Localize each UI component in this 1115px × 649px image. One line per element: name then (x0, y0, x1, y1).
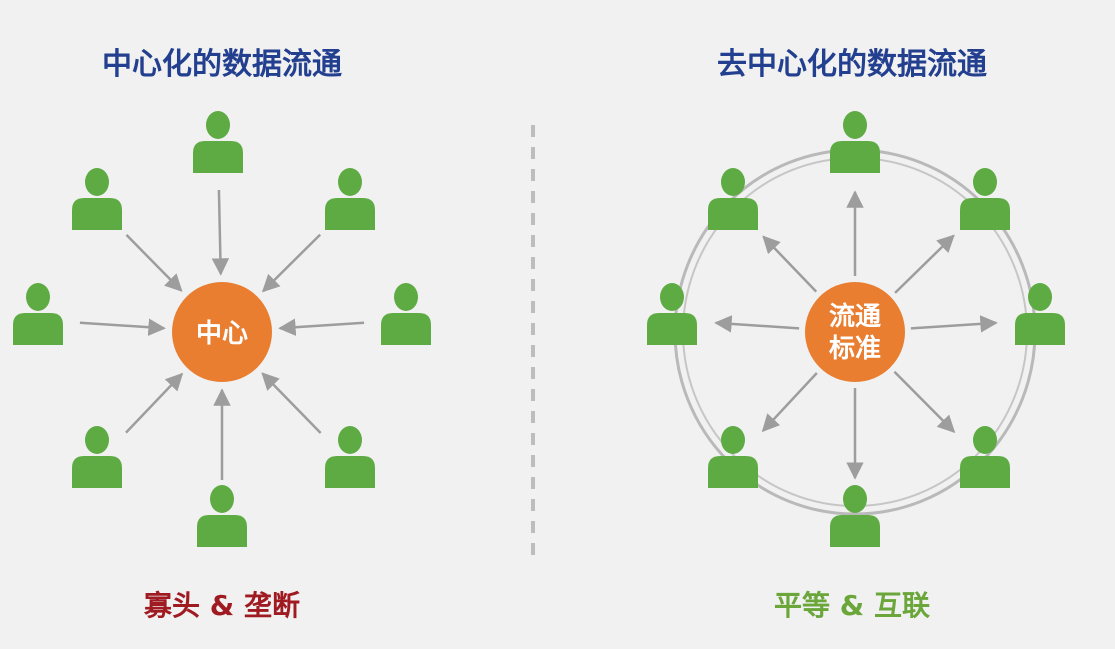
left-person-2 (72, 168, 122, 230)
left-person-6-head (85, 426, 109, 454)
left-arrow-4 (79, 318, 166, 336)
right-person-3-head (973, 168, 997, 196)
left-person-1-body (193, 141, 243, 173)
left-person-7-head (338, 426, 362, 454)
right-person-1-body (830, 141, 880, 173)
right-persons (647, 111, 1065, 547)
right-person-1 (830, 111, 880, 173)
left-person-6-body (72, 456, 122, 488)
right-arrow-6 (761, 372, 818, 433)
left-person-4-body (13, 313, 63, 345)
left-person-3-body (325, 198, 375, 230)
right-person-5-head (1028, 283, 1052, 311)
left-person-5 (381, 283, 431, 345)
left-person-2-head (85, 168, 109, 196)
right-person-5 (1015, 283, 1065, 345)
left-arrow-5 (278, 318, 365, 336)
right-person-7-head (973, 426, 997, 454)
right-person-2-head (721, 168, 745, 196)
right-hub-label-line2: 标准 (829, 334, 881, 364)
right-person-6-head (721, 426, 745, 454)
right-hub-label-line1: 流通 (829, 302, 881, 332)
left-person-2-body (72, 198, 122, 230)
right-person-2 (708, 168, 758, 230)
right-title: 去中心化的数据流通 (717, 47, 987, 82)
right-person-4-head (660, 283, 684, 311)
left-person-8 (197, 485, 247, 547)
left-person-8-head (210, 485, 234, 513)
right-person-3-body (960, 198, 1010, 230)
right-arrows (714, 190, 998, 480)
left-person-1-head (206, 111, 230, 139)
right-person-8-head (843, 485, 867, 513)
left-arrows (79, 189, 365, 480)
right-hub-circle (805, 282, 905, 382)
left-arrow-3 (261, 233, 322, 293)
left-person-4 (13, 283, 63, 345)
right-person-8 (830, 485, 880, 547)
left-arrow-2 (125, 234, 183, 292)
left-person-7-body (325, 456, 375, 488)
left-arrow-1 (211, 189, 230, 276)
right-person-2-body (708, 198, 758, 230)
right-caption: 平等 & 互联 (774, 589, 930, 622)
left-person-5-body (381, 313, 431, 345)
right-person-4-body (647, 313, 697, 345)
left-person-1 (193, 111, 243, 173)
right-person-5-body (1015, 313, 1065, 345)
left-person-3-head (338, 168, 362, 196)
left-title: 中心化的数据流通 (102, 47, 342, 82)
right-person-6-body (708, 456, 758, 488)
right-arrow-2 (762, 235, 818, 293)
right-person-4 (647, 283, 697, 345)
left-person-7 (325, 426, 375, 488)
right-person-7 (960, 426, 1010, 488)
right-arrow-5 (910, 315, 998, 333)
left-person-3 (325, 168, 375, 230)
left-person-8-body (197, 515, 247, 547)
right-arrow-7 (893, 370, 956, 434)
right-person-1-head (843, 111, 867, 139)
left-hub: 中心 (172, 282, 272, 382)
left-person-4-head (26, 283, 50, 311)
left-hub-label: 中心 (196, 319, 248, 349)
right-hub: 流通 标准 (805, 282, 905, 382)
left-person-6 (72, 426, 122, 488)
right-arrow-4 (714, 315, 800, 333)
left-persons (13, 111, 431, 547)
right-person-3 (960, 168, 1010, 230)
right-person-6 (708, 426, 758, 488)
right-person-7-body (960, 456, 1010, 488)
right-arrow-3 (894, 234, 955, 294)
left-hub-circle (172, 282, 272, 382)
left-person-5-head (394, 283, 418, 311)
left-caption: 寡头 & 垄断 (143, 589, 300, 622)
left-arrow-6 (125, 372, 184, 434)
right-person-8-body (830, 515, 880, 547)
left-arrow-7 (261, 372, 322, 434)
